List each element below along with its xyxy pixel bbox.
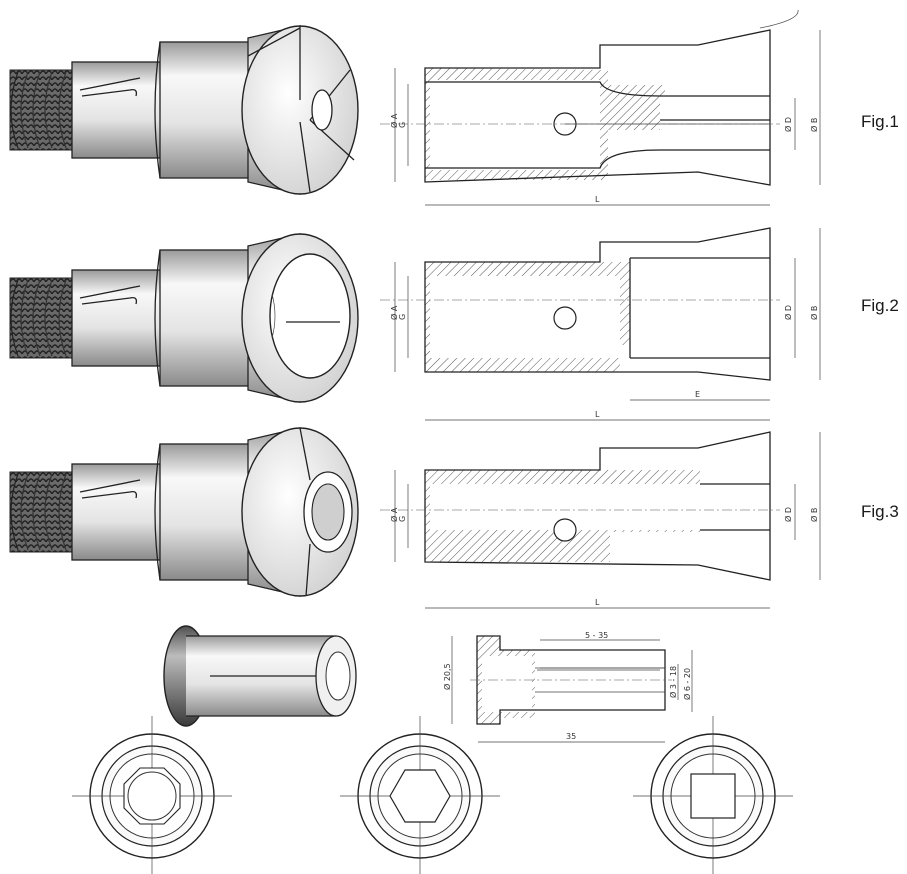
fig2-dim-g: G <box>398 314 407 320</box>
pad-section-drawing: 5 - 35 Ø 20,5 Ø 3 - 18 Ø 6 - 20 35 <box>442 631 693 743</box>
fig1-label: Fig.1 <box>861 112 899 131</box>
fig1-dim-diam-b: Ø B <box>809 118 819 132</box>
fig3-dim-diam-d: Ø D <box>783 507 793 522</box>
fig3-label: Fig.3 <box>861 502 899 521</box>
end-view-round-bore <box>71 715 233 874</box>
end-view-square-bore <box>632 715 794 874</box>
fig3-section-drawing: Ø A G Ø D Ø B L <box>380 431 821 609</box>
fig3-dim-diam-b: Ø B <box>809 508 819 522</box>
fig2-dim-l: L <box>595 410 600 419</box>
pad-dim-length: 35 <box>566 732 576 741</box>
fig3-collet-3d <box>9 427 359 597</box>
fig1-dim-diam-a: Ø A <box>389 113 399 128</box>
fig1-dim-g: G <box>398 122 407 128</box>
fig2-collet-3d <box>9 233 359 403</box>
fig2-dim-diam-d: Ø D <box>783 305 793 320</box>
fig2-label: Fig.2 <box>861 296 899 315</box>
pad-3d <box>163 625 357 727</box>
fig2-dim-diam-a: Ø A <box>389 305 399 320</box>
fig1-dim-diam-d: Ø D <box>783 117 793 132</box>
fig3-dim-g: G <box>398 516 407 522</box>
pad-dim-diam-ext: Ø 20,5 <box>442 663 452 690</box>
fig2-section-drawing: Ø A G Ø D Ø B E L <box>380 227 821 421</box>
fig1-section-drawing: Ø A G Ø D Ø B L <box>380 9 821 206</box>
end-view-hex-bore <box>339 715 501 874</box>
fig1-collet-3d <box>9 25 359 195</box>
fig3-dim-l: L <box>595 598 600 607</box>
pad-dim-width-range: 5 - 35 <box>585 631 608 640</box>
fig1-dim-l: L <box>595 195 600 204</box>
pad-dim-outer-range: Ø 6 - 20 <box>682 668 692 700</box>
fig2-dim-e: E <box>695 390 700 399</box>
pad-dim-bore-range: Ø 3 - 18 <box>668 666 678 698</box>
fig2-dim-diam-b: Ø B <box>809 306 819 320</box>
fig3-dim-diam-a: Ø A <box>389 507 399 522</box>
